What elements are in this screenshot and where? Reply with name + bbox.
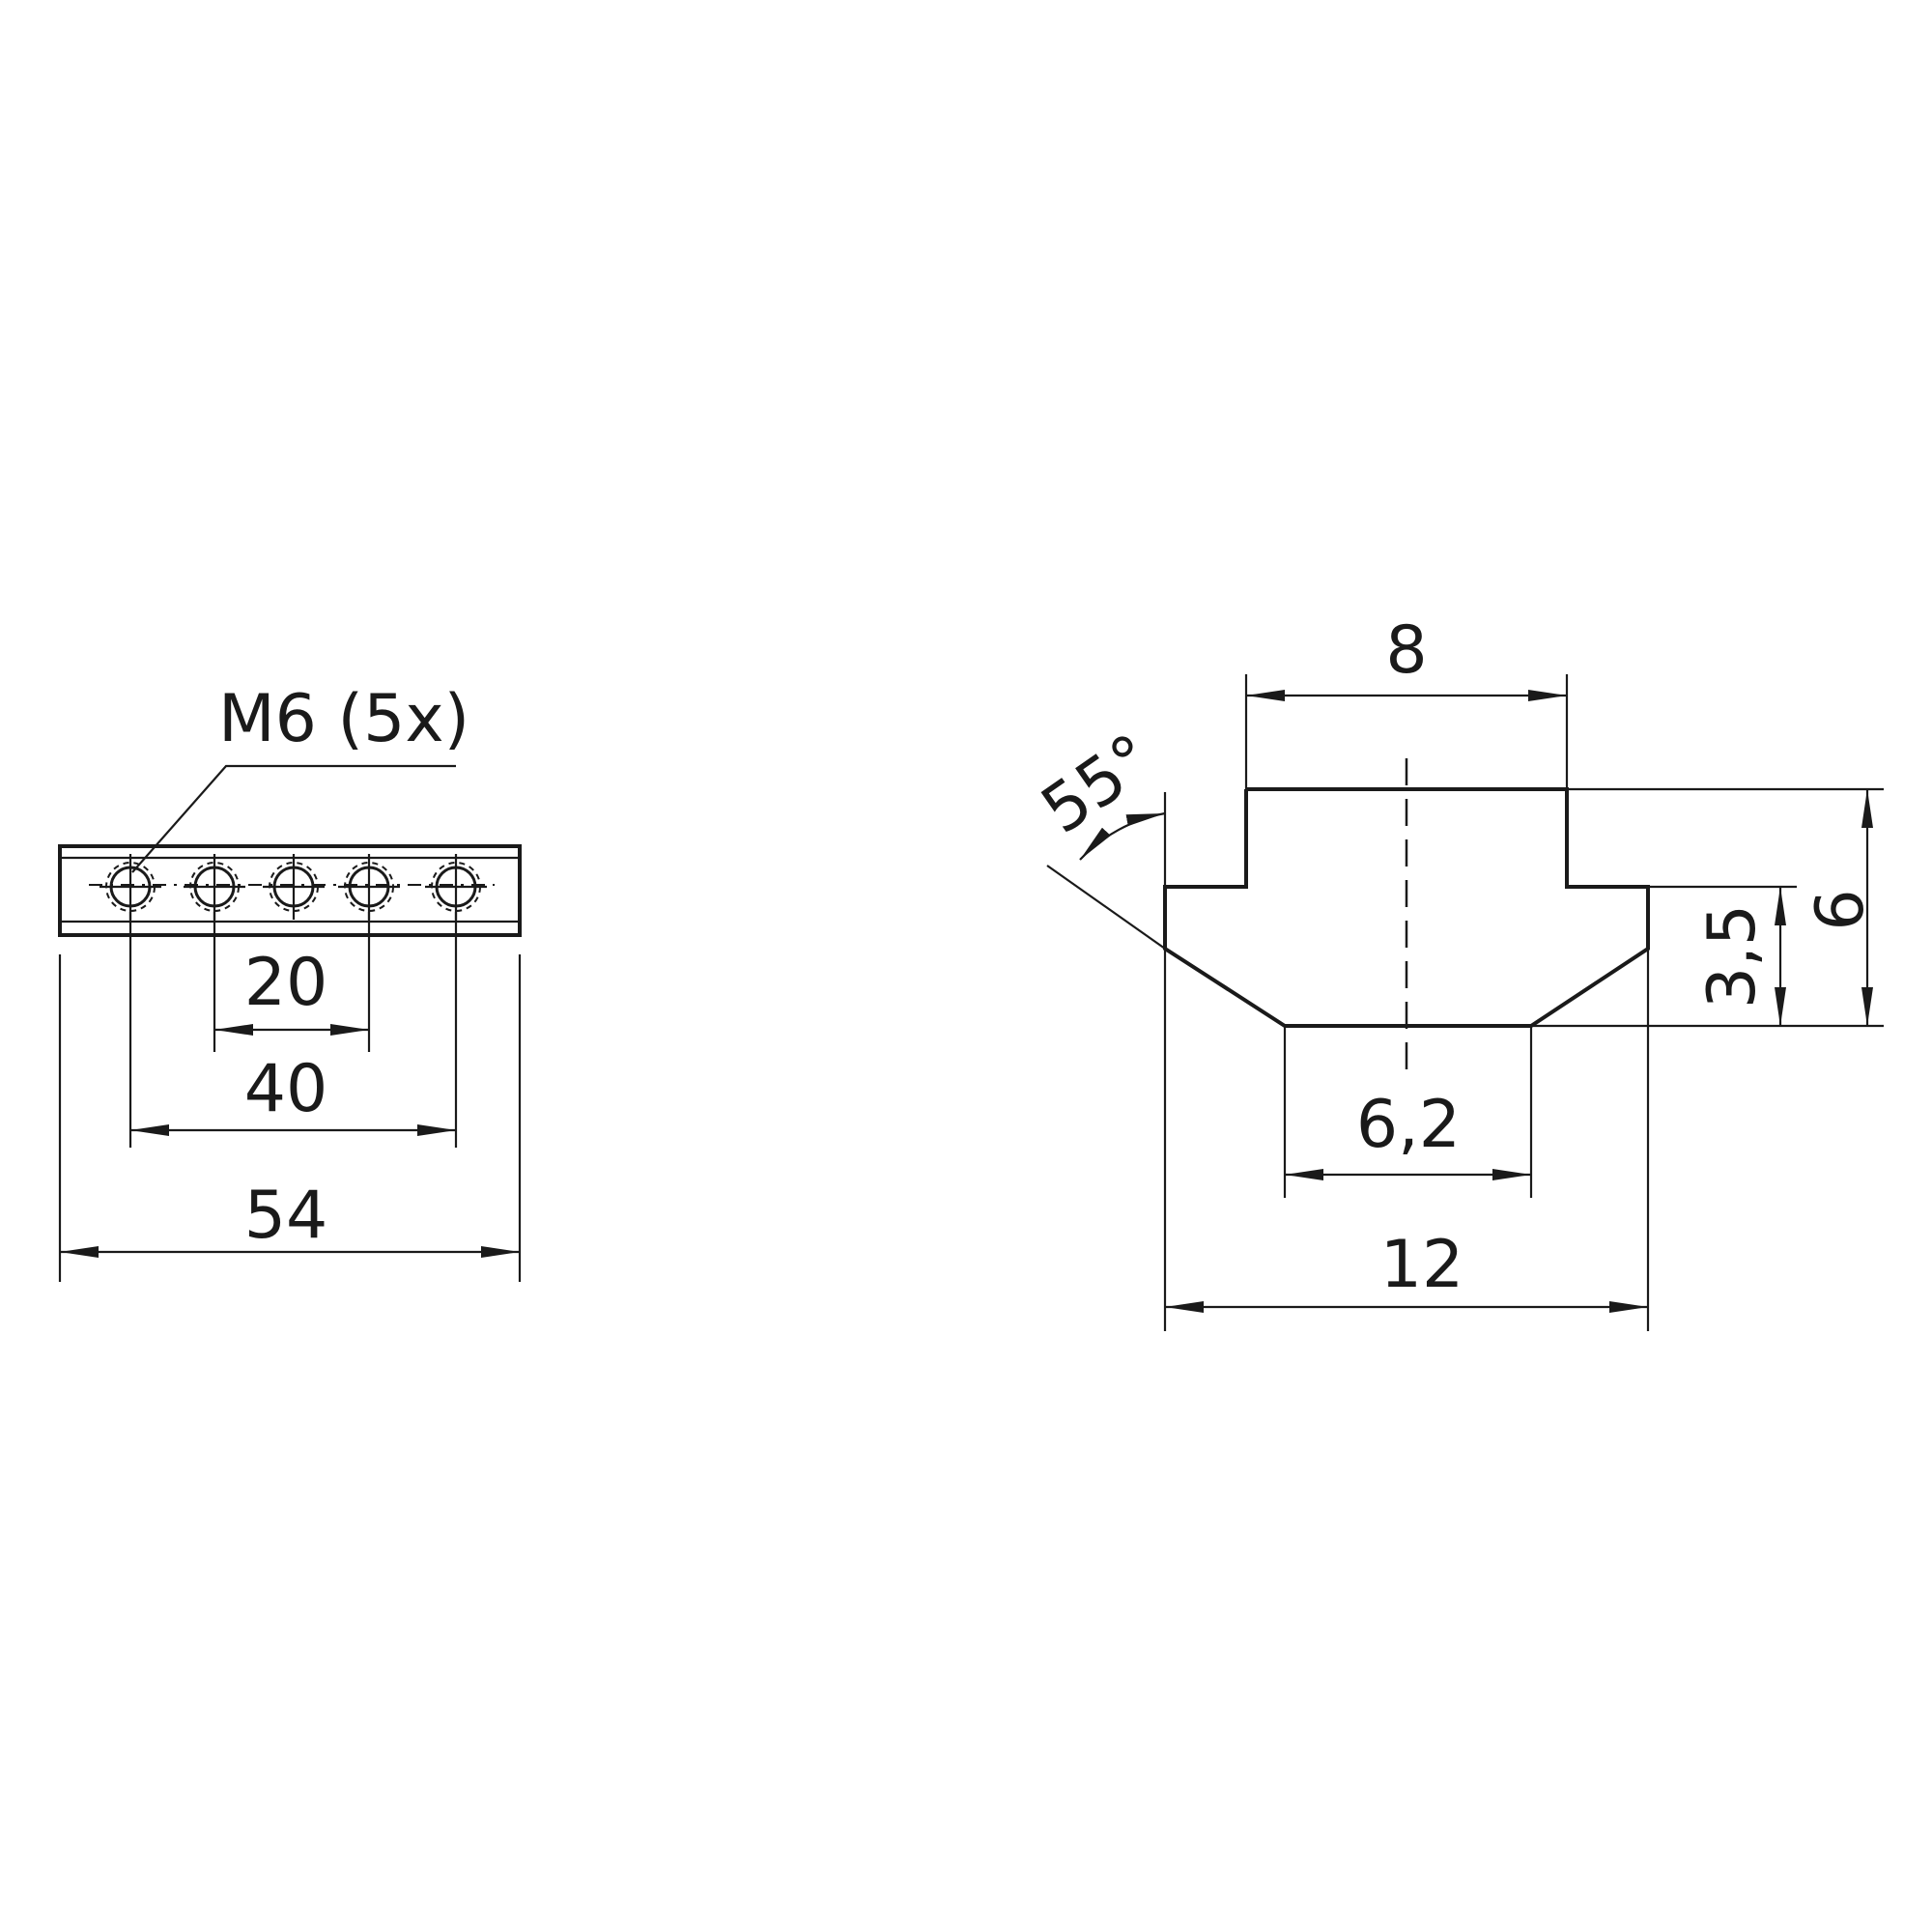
threaded-hole bbox=[99, 854, 161, 920]
dim-text-total-width: 12 bbox=[1380, 1227, 1464, 1303]
thread-leader-line bbox=[131, 764, 456, 873]
thread-callout: M6 (5x) bbox=[218, 681, 469, 757]
dim-text-length: 54 bbox=[244, 1178, 328, 1254]
dim-text-pitch: 20 bbox=[244, 945, 328, 1021]
threaded-hole bbox=[263, 854, 325, 920]
section-view: 8 55° 6,2 12 3,5 6 bbox=[1028, 612, 1884, 1331]
threaded-hole bbox=[425, 854, 487, 920]
dim-text-outer-holes: 40 bbox=[244, 1051, 328, 1127]
threaded-hole bbox=[338, 854, 400, 920]
front-view: M6 (5x) 20 40 54 bbox=[58, 681, 522, 1282]
slot-nut-bar bbox=[58, 844, 522, 937]
dim-arc-angle bbox=[1079, 811, 1166, 861]
dim-text-total-height: 6 bbox=[1803, 889, 1879, 930]
dim-text-angle: 55° bbox=[1028, 720, 1167, 849]
dim-text-top-width: 8 bbox=[1385, 612, 1427, 689]
dim-text-bottom-width: 6,2 bbox=[1356, 1087, 1461, 1163]
dim-text-lower-height: 3,5 bbox=[1694, 904, 1771, 1009]
threaded-hole bbox=[184, 854, 245, 920]
